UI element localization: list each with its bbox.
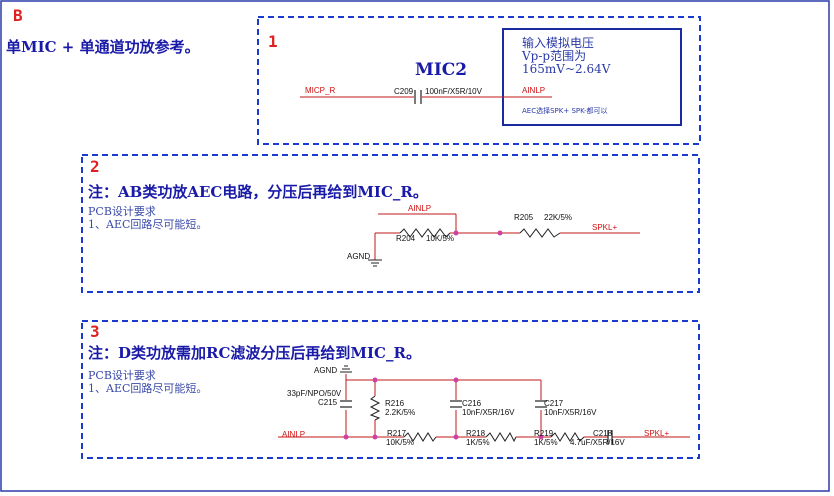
- net-ainlp-3: AINLP: [282, 430, 306, 439]
- r219-symbol: [550, 432, 585, 442]
- net-spkl-3: SPKL+: [644, 429, 670, 438]
- agnd-3-label: AGND: [314, 366, 338, 375]
- c209-symbol: [414, 90, 422, 104]
- r204-ref: R204: [396, 234, 416, 243]
- c218-ref: C218: [593, 429, 613, 438]
- infobox-line-3: 165mV~2.64V: [522, 62, 611, 76]
- infobox-small-note: AEC选择SPK+ SPK-都可以: [522, 107, 608, 115]
- section-2-number: 2: [90, 157, 100, 176]
- c217-ref: C217: [544, 399, 564, 408]
- r205-value: 22K/5%: [544, 213, 573, 222]
- c215-symbol: [340, 400, 352, 408]
- r217-value: 10K/5%: [386, 438, 415, 447]
- junction-2a: [453, 230, 459, 236]
- c217-value: 10nF/X5R/16V: [544, 408, 597, 417]
- r216-ref: R216: [385, 399, 405, 408]
- infobox-text: 输入模拟电压 Vp-p范围为 165mV~2.64V: [522, 37, 610, 76]
- net-micp-r: MICP_R: [305, 86, 336, 95]
- r218-symbol: [485, 431, 517, 443]
- section-1-number: 1: [268, 32, 278, 51]
- r216-symbol: [369, 395, 381, 421]
- net-spkl-2: SPKL+: [592, 223, 618, 232]
- circuit-2-wires: [374, 213, 640, 260]
- c218-value: 4.7uF/X5R/16V: [570, 438, 625, 447]
- r218-ref: R218: [466, 429, 486, 438]
- r219-value: 1K/5%: [534, 438, 558, 447]
- section-2-note-2: 1、AEC回路尽可能短。: [88, 218, 208, 231]
- infobox-line-2: Vp-p范围为: [522, 49, 587, 63]
- r204-symbol: [399, 228, 451, 238]
- c215-value: 33pF/NPO/50V: [287, 389, 342, 398]
- section-3-note-2: 1、AEC回路尽可能短。: [88, 382, 208, 395]
- circuit-3-junctions: [343, 377, 544, 440]
- agnd-3-symbol: [340, 365, 352, 373]
- agnd-2-label: AGND: [347, 252, 371, 261]
- section-3-notes: PCB设计要求 1、AEC回路尽可能短。: [88, 369, 207, 395]
- net-ainlp-2: AINLP: [408, 204, 432, 213]
- c216-symbol: [450, 400, 462, 408]
- r205-ref: R205: [514, 213, 534, 222]
- c209-ref: C209: [394, 87, 414, 96]
- section-3-note-1: PCB设计要求: [88, 369, 156, 382]
- c215-ref: C215: [318, 398, 338, 407]
- section-2-note-1: PCB设计要求: [88, 205, 156, 218]
- r218-value: 1K/5%: [466, 438, 490, 447]
- infobox-line-1: 输入模拟电压: [522, 36, 595, 50]
- r205-symbol: [519, 228, 561, 238]
- c218-symbol: [607, 430, 613, 444]
- agnd-2-symbol: [368, 259, 382, 267]
- junction-2b: [497, 230, 503, 236]
- r219-ref: R219: [534, 429, 554, 438]
- section-2-title: 注：AB类功放AEC电路，分压后再给到MIC_R。: [88, 183, 428, 201]
- circuit-3-wires: [278, 374, 690, 438]
- section-2-frame: [81, 154, 700, 293]
- r217-symbol: [403, 432, 437, 442]
- infobox-border: [502, 28, 682, 126]
- section-2-notes: PCB设计要求 1、AEC回路尽可能短。: [88, 205, 207, 231]
- page-header: 单MIC + 单通道功放参考。: [6, 38, 200, 56]
- r216-value: 2.2K/5%: [385, 408, 416, 417]
- section-3-title: 注：D类功放需加RC滤波分压后再给到MIC_R。: [88, 344, 421, 362]
- c217-symbol: [535, 400, 547, 408]
- c216-value: 10nF/X5R/16V: [462, 408, 515, 417]
- r204-value: 10K/5%: [426, 234, 455, 243]
- section-1-frame: [257, 16, 701, 145]
- r217-ref: R217: [387, 429, 407, 438]
- section-3-frame: [81, 320, 700, 459]
- c209-value: 100nF/X5R/10V: [425, 87, 482, 96]
- c216-ref: C216: [462, 399, 482, 408]
- net-ainlp-1: AINLP: [522, 86, 546, 95]
- mic2-title: MIC2: [415, 60, 468, 80]
- section-letter: B: [13, 6, 23, 25]
- section-3-number: 3: [90, 322, 100, 341]
